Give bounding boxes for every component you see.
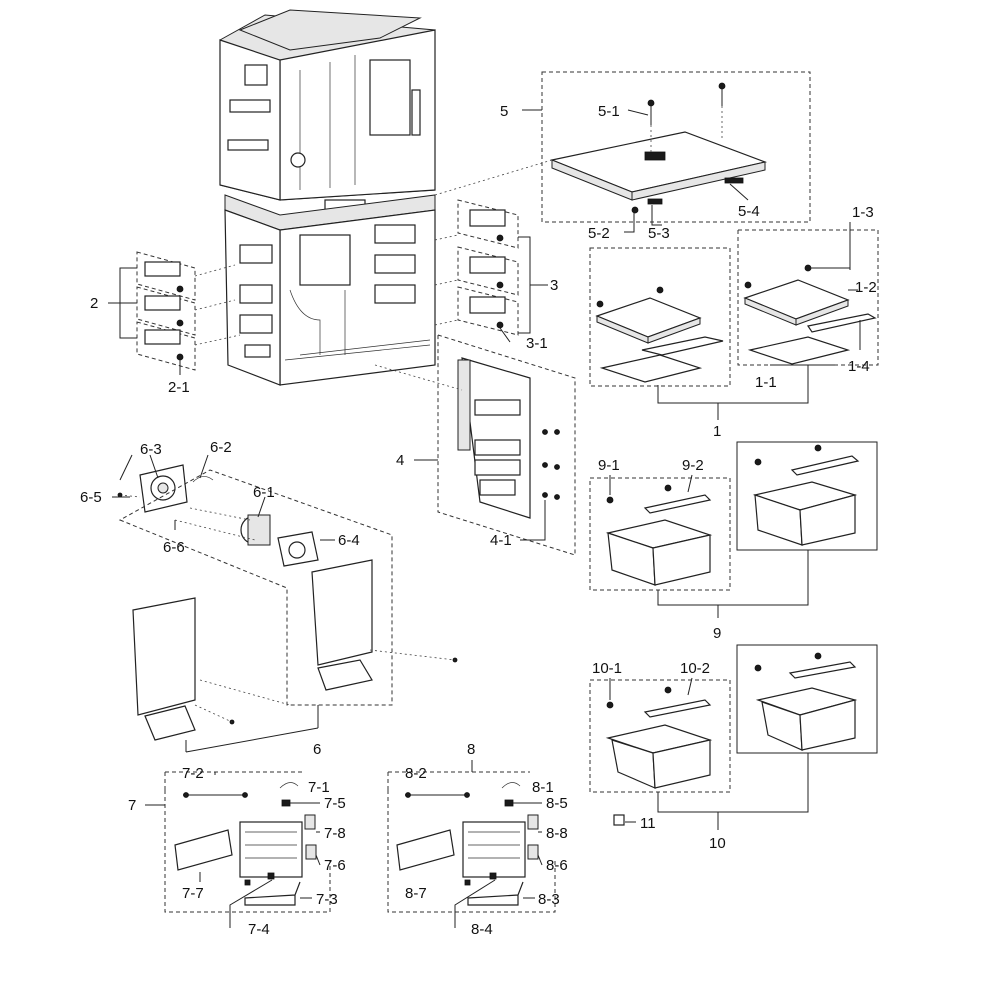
callout-8: 8 xyxy=(467,741,475,758)
callout-9: 9 xyxy=(713,625,721,642)
callout-labels: 1 1-1 1-2 1-3 1-4 2 2-1 3 3-1 4 4-1 5 5-… xyxy=(80,103,877,938)
callout-9-1: 9-1 xyxy=(598,457,620,474)
callout-6-6: 6-6 xyxy=(163,539,185,556)
callout-4: 4 xyxy=(396,452,404,469)
callout-1: 1 xyxy=(713,423,721,440)
callout-7-2: 7-2 xyxy=(182,765,204,782)
callout-8-8: 8-8 xyxy=(546,825,568,842)
callout-1-2: 1-2 xyxy=(855,279,877,296)
callout-7-4: 7-4 xyxy=(248,921,270,938)
group-9-right-box xyxy=(736,441,878,551)
callout-1-4: 1-4 xyxy=(848,358,870,375)
callout-7-6: 7-6 xyxy=(324,857,346,874)
group-6-box xyxy=(118,469,393,706)
callout-8-2: 8-2 xyxy=(405,765,427,782)
callout-10-1: 10-1 xyxy=(592,660,622,677)
group-6-fan-assembly xyxy=(117,464,319,567)
callout-8-5: 8-5 xyxy=(546,795,568,812)
callout-1-1: 1-1 xyxy=(755,374,777,391)
callout-7-3: 7-3 xyxy=(316,891,338,908)
part-6-covers xyxy=(132,559,458,741)
part-5-cover xyxy=(549,82,768,214)
group-2-brackets xyxy=(136,251,196,371)
group-8-box xyxy=(387,790,556,913)
callout-7: 7 xyxy=(128,797,136,814)
callout-9-2: 9-2 xyxy=(682,457,704,474)
callout-5-4: 5-4 xyxy=(738,203,760,220)
part-4-evaporator-cover xyxy=(457,357,560,519)
callout-6-5: 6-5 xyxy=(80,489,102,506)
group-1-left-box xyxy=(589,247,731,387)
callout-7-7: 7-7 xyxy=(182,885,204,902)
callout-1-3: 1-3 xyxy=(852,204,874,221)
callout-6-4: 6-4 xyxy=(338,532,360,549)
callout-8-3: 8-3 xyxy=(538,891,560,908)
part-7-components xyxy=(174,782,317,906)
callout-6: 6 xyxy=(313,741,321,758)
leader-5-to-cabinet xyxy=(434,159,553,196)
part-9-drawers xyxy=(605,444,860,586)
group-10-left-box xyxy=(589,679,731,793)
callout-5-1: 5-1 xyxy=(598,103,620,120)
callout-6-1: 6-1 xyxy=(253,484,275,501)
callout-8-1: 8-1 xyxy=(532,779,554,796)
group-5-box xyxy=(541,71,811,223)
callout-3-1: 3-1 xyxy=(526,335,548,352)
callout-8-4: 8-4 xyxy=(471,921,493,938)
callout-5-3: 5-3 xyxy=(648,225,670,242)
callout-4-1: 4-1 xyxy=(490,532,512,549)
callout-11: 11 xyxy=(640,815,656,832)
callout-2-1: 2-1 xyxy=(168,379,190,396)
callout-7-1: 7-1 xyxy=(308,779,330,796)
group-7-box xyxy=(164,790,331,913)
part-11-clip xyxy=(613,814,625,826)
callout-8-7: 8-7 xyxy=(405,885,427,902)
callout-8-6: 8-6 xyxy=(546,857,568,874)
group-3-brackets xyxy=(457,199,519,336)
leader-lines xyxy=(108,109,861,928)
part-8-components xyxy=(396,782,539,906)
cabinet-body xyxy=(219,9,436,386)
part-1-shelves xyxy=(595,264,877,383)
callout-7-5: 7-5 xyxy=(324,795,346,812)
group-1-right-box xyxy=(737,229,879,366)
callout-3: 3 xyxy=(550,277,558,294)
callout-10: 10 xyxy=(709,835,726,852)
callout-5-2: 5-2 xyxy=(588,225,610,242)
callout-7-8: 7-8 xyxy=(324,825,346,842)
callout-6-3: 6-3 xyxy=(140,441,162,458)
callout-2: 2 xyxy=(90,295,98,312)
callout-5: 5 xyxy=(500,103,508,120)
callout-6-2: 6-2 xyxy=(210,439,232,456)
group-9-left-box xyxy=(589,477,731,591)
part-10-drawers xyxy=(605,652,858,826)
callout-10-2: 10-2 xyxy=(680,660,710,677)
group-10-right-box xyxy=(736,644,878,754)
